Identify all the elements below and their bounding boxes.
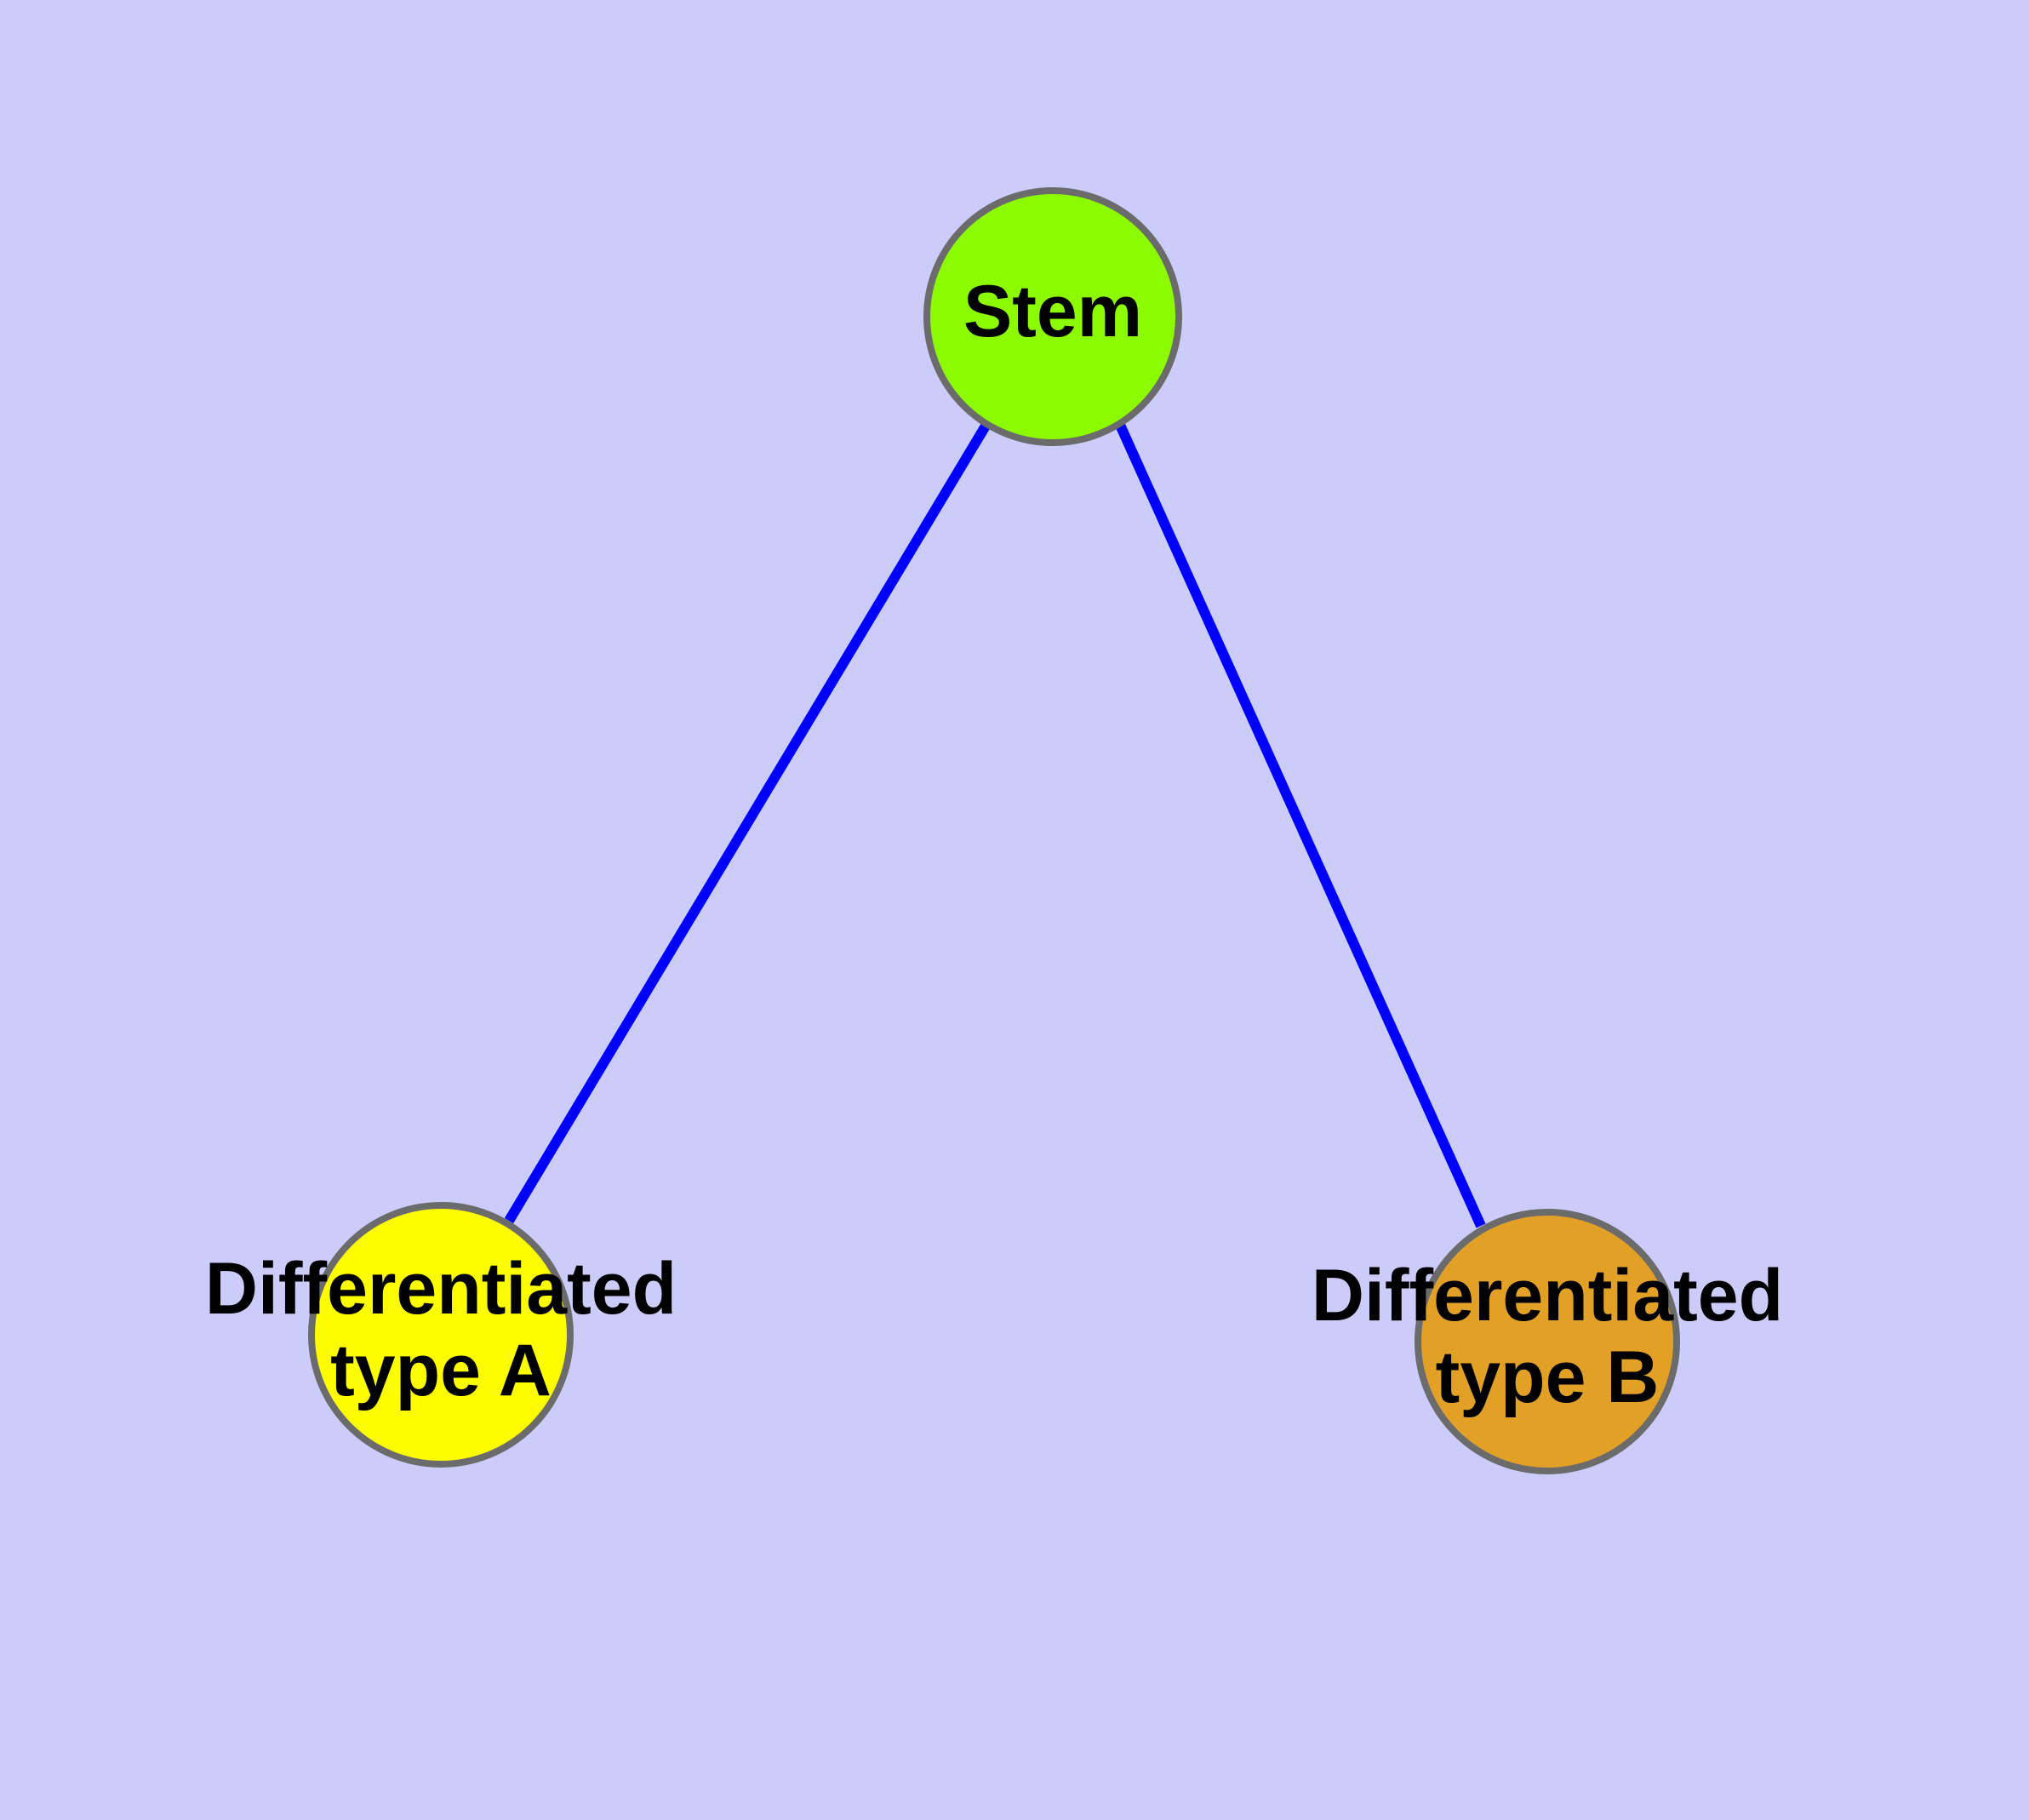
node-circle-diff_a[interactable] xyxy=(308,1202,574,1468)
node-circle-diff_b[interactable] xyxy=(1415,1209,1680,1474)
node-label-line: type B xyxy=(1436,1336,1660,1418)
graph-edge-stem-to-diff-a[interactable] xyxy=(504,420,992,1224)
node-label-line: Stem xyxy=(963,271,1142,352)
node-label-line: Differentiated xyxy=(205,1248,677,1330)
node-circle-stem[interactable] xyxy=(923,187,1182,446)
node-label-line: Differentiated xyxy=(1312,1255,1783,1336)
node-label-stem: Stem xyxy=(963,271,1142,352)
graph-node-stem[interactable]: Stem xyxy=(923,187,1182,446)
node-label-line: type A xyxy=(330,1330,552,1411)
graph-edge-stem-to-diff-b[interactable] xyxy=(1114,421,1486,1228)
edges-layer xyxy=(504,420,1486,1228)
